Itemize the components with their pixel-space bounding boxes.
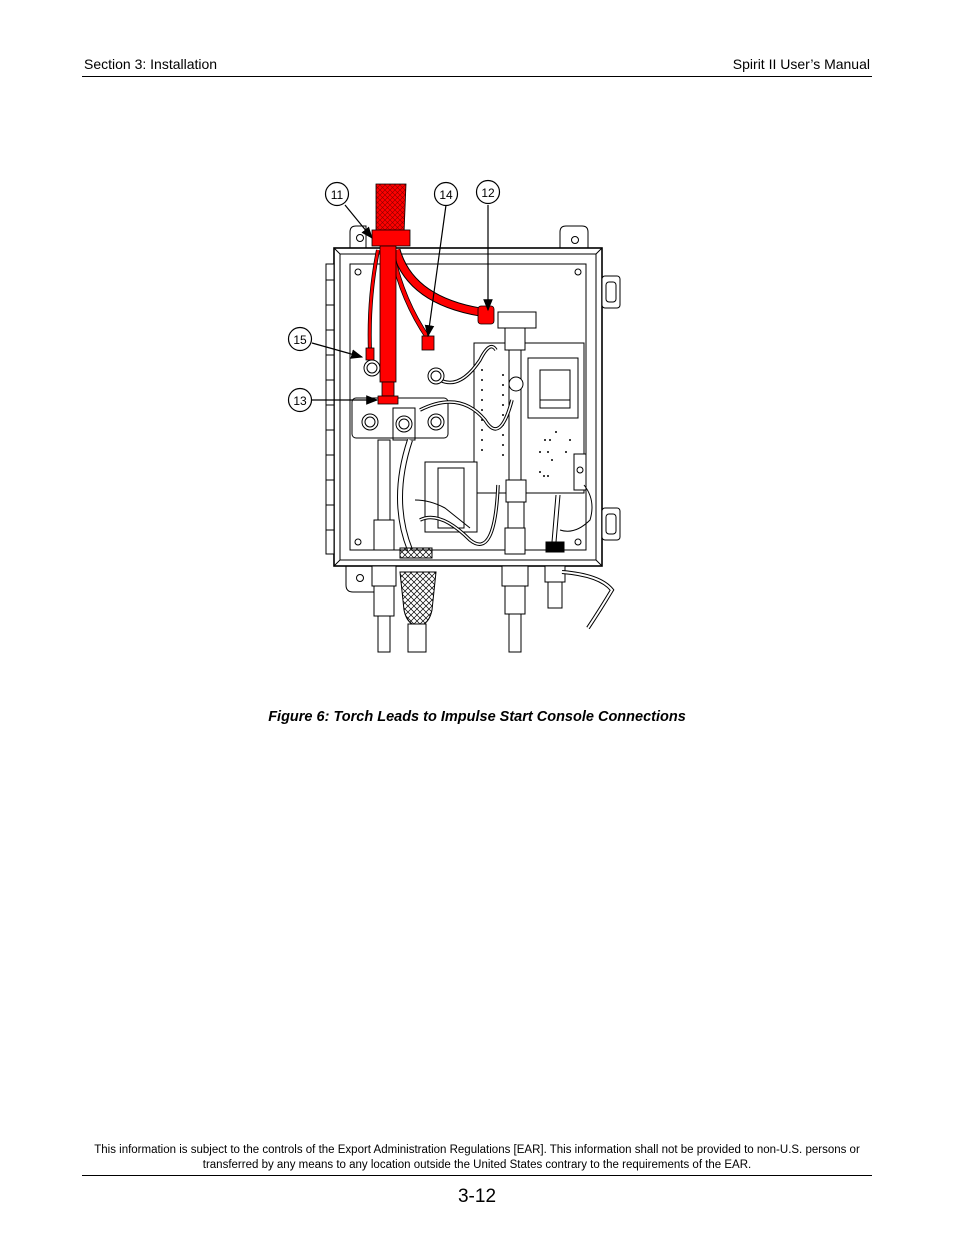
- torch-leads-highlight: [365, 183, 495, 405]
- callout-12: 12: [475, 179, 501, 205]
- footer-divider: [82, 1175, 872, 1176]
- callout-15: 15: [287, 326, 313, 352]
- console-connections-figure: 11 14 12 15 13: [280, 170, 640, 660]
- page-number: 3-12: [457, 1186, 497, 1207]
- section-title: Section 3: Installation: [84, 56, 218, 72]
- svg-text:13: 13: [293, 394, 307, 408]
- export-notice: This information is subject to the contr…: [94, 1144, 860, 1171]
- svg-text:11: 11: [331, 188, 344, 202]
- svg-text:15: 15: [293, 333, 307, 347]
- header-divider: [82, 76, 872, 77]
- callout-11: 11: [324, 181, 350, 207]
- console-diagram: 11 14 12 15 13: [287, 179, 621, 653]
- svg-text:12: 12: [481, 186, 495, 200]
- manual-title: Spirit II User’s Manual: [732, 56, 870, 72]
- svg-text:14: 14: [439, 188, 453, 202]
- callout-13: 13: [287, 387, 313, 413]
- figure-caption: Figure 6: Torch Leads to Impulse Start C…: [268, 709, 686, 725]
- callout-14: 14: [433, 181, 459, 207]
